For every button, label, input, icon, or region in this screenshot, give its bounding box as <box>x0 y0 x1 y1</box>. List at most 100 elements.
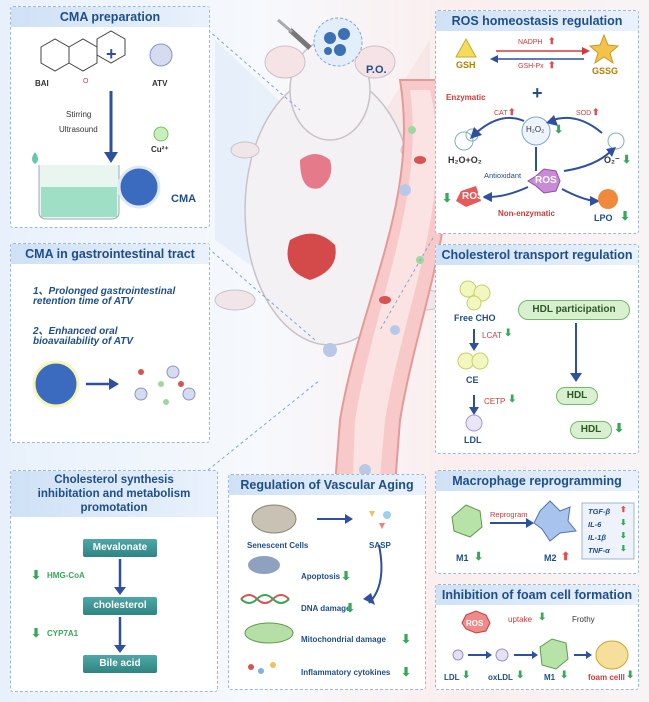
foam-ros-label: ROS <box>466 619 484 628</box>
apoptosis-label: Apoptosis <box>301 572 341 581</box>
bile-acid-box: Bile acid <box>83 655 157 673</box>
ros-left-label: ROS <box>462 191 484 202</box>
gshpx-label: GSH-Px <box>518 63 544 70</box>
gi-point-1b: retention time of ATV <box>33 296 133 307</box>
ros-panel: ROS homeostasis regulation GSH GSSG NADP… <box>435 10 639 234</box>
antioxidant-label: Antioxidant <box>484 171 522 180</box>
macrophage-panel: Macrophage reprogramming Reprogram M1 ⬇ … <box>435 470 639 574</box>
panel-title: Regulation of Vascular Aging <box>229 475 425 495</box>
o2-minus-label: O₂⁻ <box>604 155 620 165</box>
hdl-pill-2: HDL <box>570 421 612 439</box>
cholesterol-transport-panel: Cholesterol transport regulation Free CH… <box>435 244 639 454</box>
aging-drawing <box>240 504 391 674</box>
hdl-pill-1: HDL <box>556 387 598 405</box>
panel-title: Cholesterol transport regulation <box>436 245 638 265</box>
vascular-aging-panel: Regulation of Vascular Aging Senescent C… <box>228 474 426 690</box>
dna-down-arrow: ⬇ <box>345 601 356 615</box>
m2-label: M2 <box>544 553 557 563</box>
foam-ldl-label: LDL <box>444 673 460 682</box>
nonenzymatic-label: Non-enzymatic <box>498 209 555 218</box>
cma-prep-drawing: O <box>32 30 173 220</box>
cu-label: Cu²⁺ <box>151 145 169 154</box>
uptake-label: uptake <box>508 615 533 624</box>
cetp-down-arrow: ⬇ <box>508 394 517 405</box>
gi-drawing <box>32 360 196 408</box>
synthesis-panel: Cholesterol synthesis inhibitation and m… <box>10 470 218 692</box>
cat-up-arrow: ⬆ <box>508 107 516 117</box>
gi-tract-panel: CMA in gastrointestinal tract 1、Prolonge… <box>10 243 210 443</box>
ros-down-arrow: ⬇ <box>442 191 453 205</box>
panel-title: CMA preparation <box>11 7 209 27</box>
cyp-down-arrow: ⬇ <box>31 626 42 640</box>
uptake-down-arrow: ⬇ <box>538 612 547 623</box>
gi-point-1a: 1、Prolonged gastrointestinal <box>33 286 176 297</box>
nadph-label: NADPH <box>518 39 543 46</box>
panel-title-line3: promotation <box>80 502 148 514</box>
hdl-down-arrow: ⬇ <box>614 421 625 435</box>
mito-down-arrow: ⬇ <box>401 632 412 646</box>
il1-label: IL-1β <box>588 533 606 542</box>
panel-title: Inhibition of foam cell formation <box>436 585 638 605</box>
gshpx-up-arrow: ⬆ <box>548 60 556 70</box>
panel-title: ROS homeostasis regulation <box>436 11 638 31</box>
hmg-label: HMG-CoA <box>47 571 85 580</box>
cyp-label: CYP7A1 <box>47 629 79 638</box>
hmg-down-arrow: ⬇ <box>31 568 42 582</box>
panel-title-line1: Cholesterol synthesis <box>54 474 174 486</box>
cetp-label: CETP <box>484 397 506 406</box>
free-cho-label: Free CHO <box>454 313 496 323</box>
panel-title-bg <box>11 471 217 517</box>
svg-text:O: O <box>83 78 89 85</box>
plus-sign: + <box>106 44 117 64</box>
atv-label: ATV <box>152 79 168 88</box>
lpo-label: LPO <box>594 213 613 223</box>
ros-center-label: ROS <box>535 175 557 186</box>
foam-drawing <box>452 610 629 670</box>
apoptosis-down-arrow: ⬇ <box>341 569 352 583</box>
tnf-down-arrow: ⬇ <box>620 544 627 553</box>
panel-title: CMA in gastrointestinal tract <box>11 244 209 264</box>
tnf-label: TNF-α <box>588 546 610 555</box>
ros-plus: + <box>532 83 543 103</box>
mito-label: Mitochondrial damage <box>301 635 386 644</box>
chol-drawing <box>457 280 582 432</box>
foam-m1-down-arrow: ⬇ <box>560 670 569 681</box>
oxldl-down-arrow: ⬇ <box>516 670 525 681</box>
o2-down-arrow: ⬇ <box>622 154 632 166</box>
panel-title-line2: inhibitation and metabolism <box>37 488 191 500</box>
foam-ldl-down-arrow: ⬇ <box>462 670 471 681</box>
il6-down-arrow: ⬇ <box>620 518 627 527</box>
foam-cell-down-arrow: ⬇ <box>626 670 635 681</box>
reprogram-label: Reprogram <box>490 510 528 519</box>
ros-drawing <box>454 33 625 209</box>
gsh-label: GSH <box>456 60 476 70</box>
po-label: P.O. <box>366 64 387 76</box>
lpo-down-arrow: ⬇ <box>620 209 631 223</box>
senescent-label: Senescent Cells <box>247 541 309 550</box>
frothy-label: Frothy <box>572 615 595 624</box>
hdl-participation-pill: HDL participation <box>518 300 630 320</box>
foam-m1-label: M1 <box>544 673 556 682</box>
stirring-label: Stirring <box>66 110 92 119</box>
h2o2-down-arrow: ⬇ <box>554 124 564 136</box>
gi-point-2b: bioavailability of ATV <box>33 336 134 347</box>
lcat-label: LCAT <box>482 331 502 340</box>
bai-label: BAI <box>35 79 49 88</box>
sod-label: SOD <box>576 110 592 117</box>
sasp-label: SASP <box>369 541 391 550</box>
gssg-label: GSSG <box>592 66 619 76</box>
m1-down-arrow: ⬇ <box>474 551 484 563</box>
lcat-down-arrow: ⬇ <box>504 328 513 339</box>
cat-label: CAT <box>494 110 508 117</box>
il6-label: IL-6 <box>588 520 602 529</box>
tgf-label: TGF-β <box>588 507 611 516</box>
inflam-down-arrow: ⬇ <box>401 665 412 679</box>
foam-cell-panel: Inhibition of foam cell formation ROS up… <box>435 584 639 690</box>
inflam-label: Inflammatory cytokines <box>301 668 391 677</box>
oxldl-label: oxLDL <box>488 673 513 682</box>
il1-down-arrow: ⬇ <box>620 531 627 540</box>
ldl-label: LDL <box>464 435 482 445</box>
mevalonate-box: Mevalonate <box>83 539 157 557</box>
ultrasound-label: Ultrasound <box>59 125 98 134</box>
m2-up-arrow: ⬆ <box>561 551 571 563</box>
